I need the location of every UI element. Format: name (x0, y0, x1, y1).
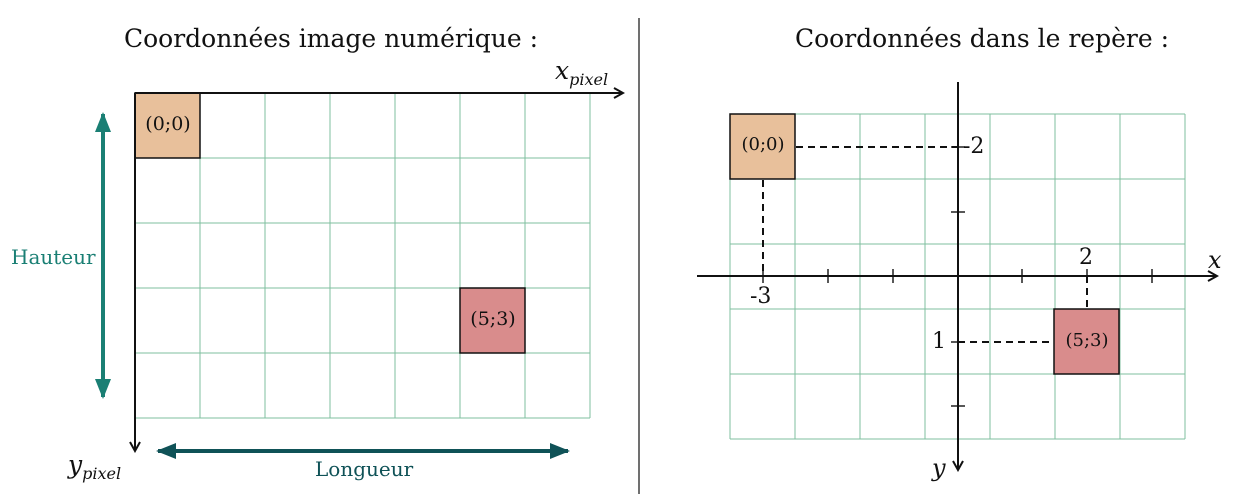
left-x-axis-label: xpixel (555, 56, 609, 89)
right-cell-label-origin: (0;0) (741, 134, 785, 155)
highlighted-pixel (134, 92, 201, 159)
highlighted-cell (1053, 308, 1120, 375)
left-highlighted-cells (134, 92, 526, 354)
right-panel-title: Coordonnées dans le repère : (795, 24, 1169, 53)
tick-label-y-bottom: 1 (932, 329, 946, 354)
height-label: Hauteur (11, 245, 96, 269)
right-highlighted-cells (729, 113, 1120, 375)
width-label: Longueur (315, 457, 414, 481)
left-cell-label-target: (5;3) (470, 308, 516, 330)
right-axis-ticks (762, 146, 1153, 407)
left-cell-label-origin: (0;0) (145, 113, 191, 135)
left-pixel-grid (135, 93, 591, 419)
right-y-axis-label: y (932, 454, 946, 482)
left-panel-title: Coordonnées image numérique : (124, 24, 539, 53)
right-cell-label-target: (5;3) (1065, 330, 1109, 351)
tick-label-y-top: -2 (963, 134, 985, 159)
right-x-axis-label: x (1208, 246, 1222, 274)
tick-label-x-pos: 2 (1079, 245, 1093, 270)
left-y-axis-label: ypixel (68, 450, 122, 483)
highlighted-pixel (459, 287, 526, 354)
tick-label-x-neg: -3 (750, 284, 772, 309)
highlighted-cell (729, 113, 796, 180)
